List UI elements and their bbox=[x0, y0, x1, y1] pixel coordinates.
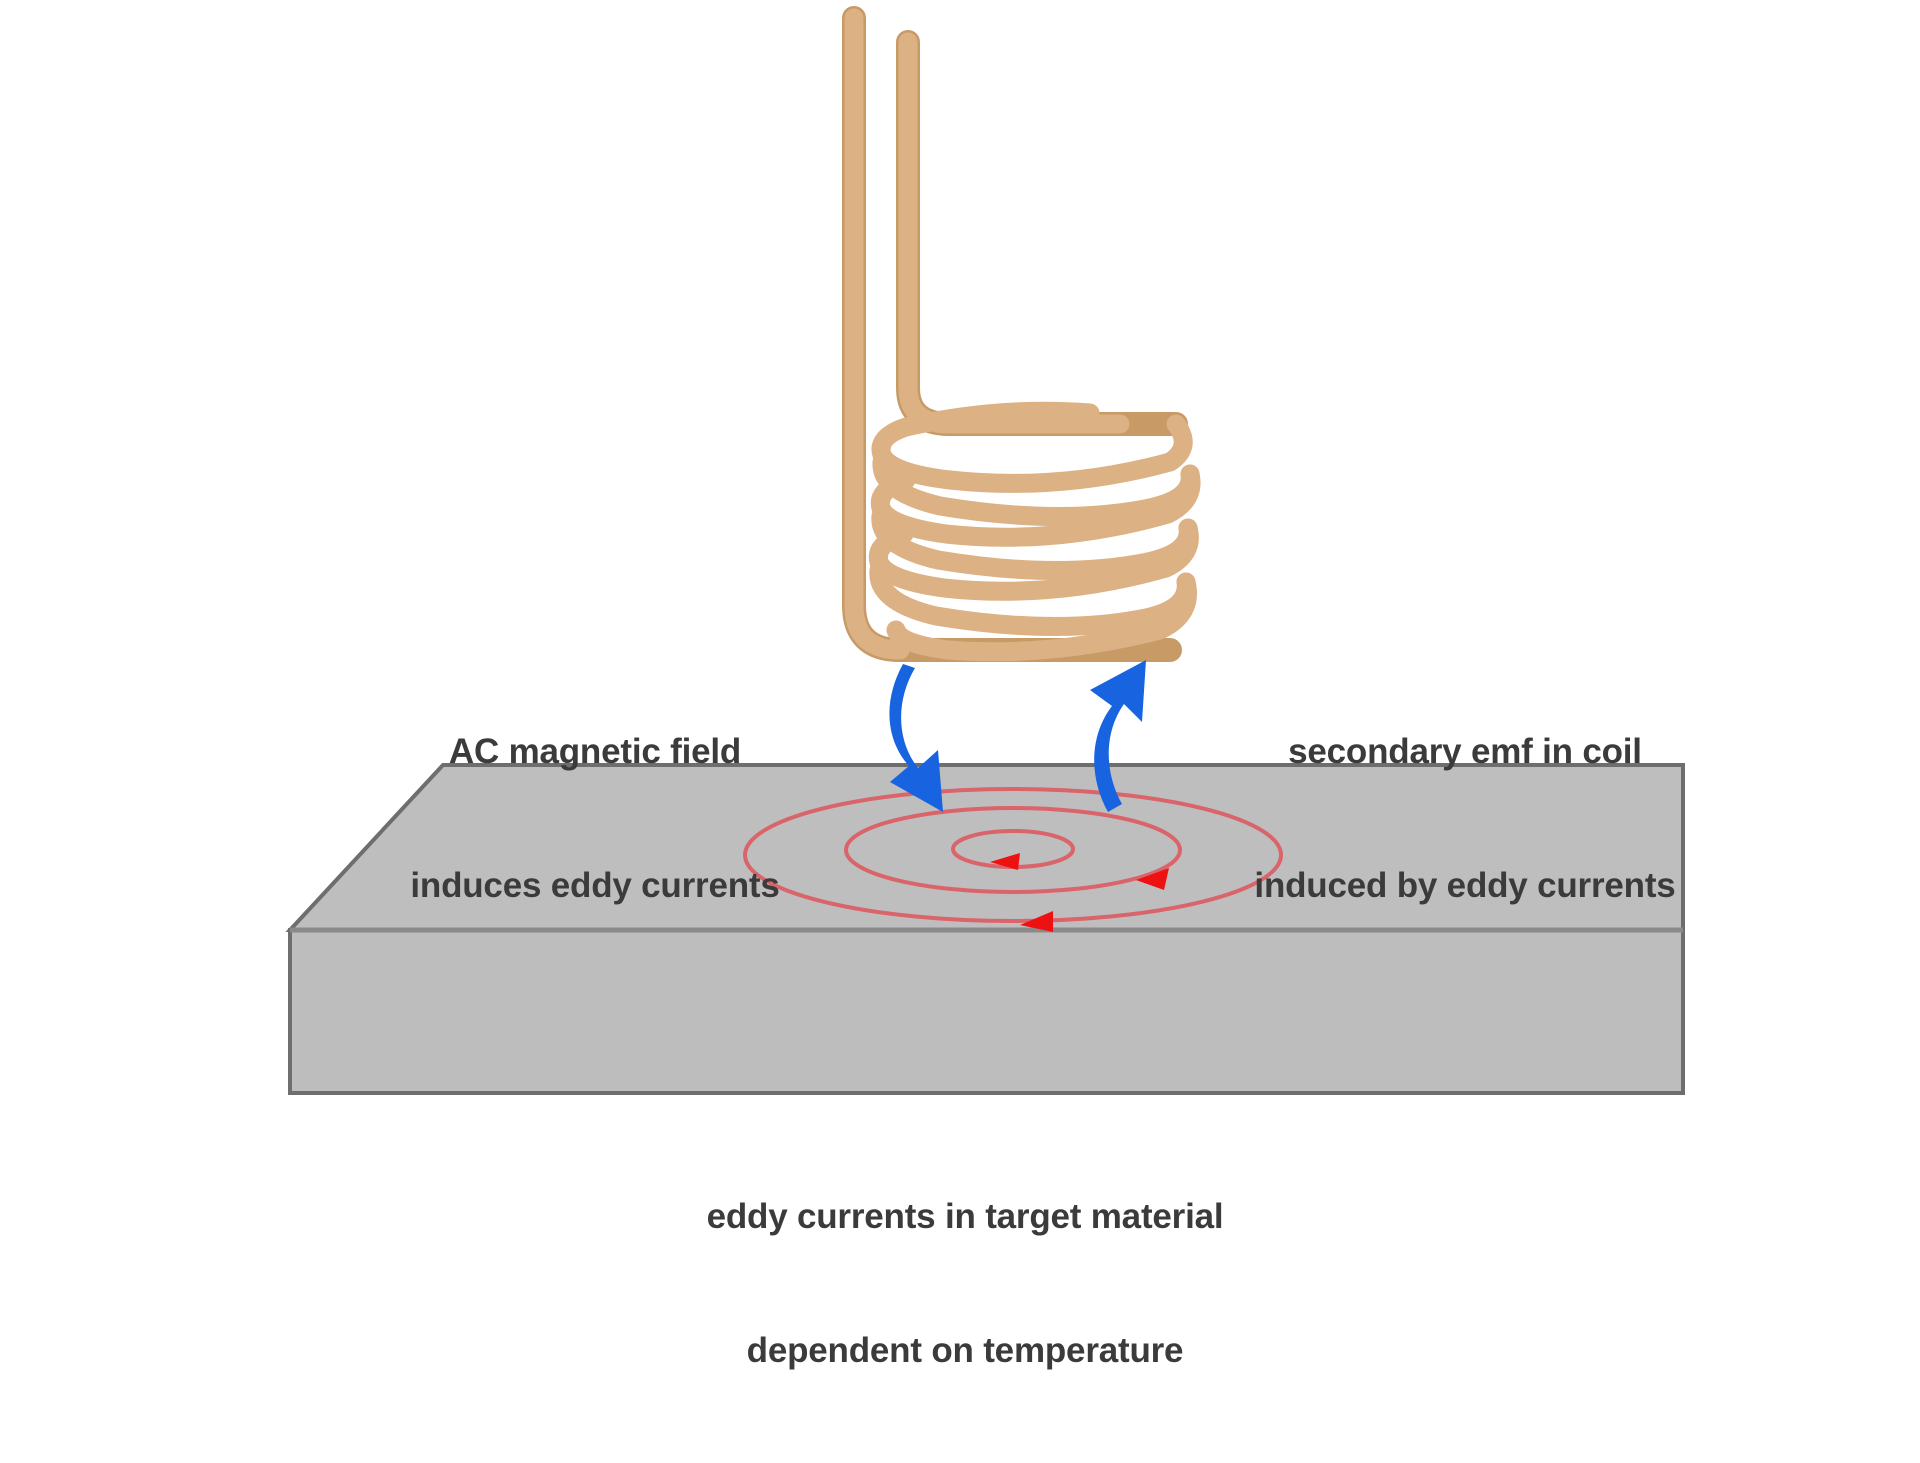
induction-coil bbox=[842, 6, 1201, 662]
label-secondary-emf-line1: secondary emf in coil bbox=[1288, 731, 1642, 771]
label-eddy-currents-target: eddy currents in target material depende… bbox=[700, 1105, 1230, 1463]
diagram-canvas: AC magnetic field induces eddy currents … bbox=[285, 6, 1685, 1370]
eddy-arrowhead-outer bbox=[1020, 911, 1053, 932]
coil-lead-right-outline bbox=[896, 30, 1188, 436]
coil-turn-3-front bbox=[869, 560, 1196, 637]
eddy-arrowhead-inner bbox=[990, 853, 1020, 870]
eddy-current-loops bbox=[743, 787, 1283, 932]
field-arrow-down-icon bbox=[889, 664, 943, 812]
label-ac-magnetic-field-line2: induces eddy currents bbox=[410, 865, 780, 905]
eddy-ring-middle bbox=[844, 806, 1182, 894]
coil-turn-3-back bbox=[868, 518, 1199, 601]
coil-turn-bottom-close bbox=[886, 572, 1197, 662]
eddy-ring-outer bbox=[743, 787, 1283, 923]
label-ac-magnetic-field-line1: AC magnetic field bbox=[448, 731, 742, 771]
label-ac-magnetic-field: AC magnetic field induces eddy currents bbox=[395, 640, 795, 998]
eddy-arrowhead-middle bbox=[1136, 868, 1169, 890]
coil-lead-left bbox=[844, 8, 910, 660]
label-eddy-currents-target-line2: dependent on temperature bbox=[746, 1330, 1184, 1370]
diagram-graphics bbox=[285, 6, 1685, 1095]
coil-turn-2-back bbox=[870, 464, 1201, 547]
coil-lead-right bbox=[898, 32, 1130, 434]
label-eddy-currents-target-line1: eddy currents in target material bbox=[706, 1196, 1224, 1236]
magnetic-field-arrows bbox=[889, 660, 1146, 812]
label-secondary-emf-line2: induced by eddy currents bbox=[1254, 865, 1676, 905]
target-slab bbox=[285, 763, 1685, 1095]
label-secondary-emf: secondary emf in coil induced by eddy cu… bbox=[1245, 640, 1685, 998]
field-arrow-up-icon bbox=[1090, 660, 1146, 812]
